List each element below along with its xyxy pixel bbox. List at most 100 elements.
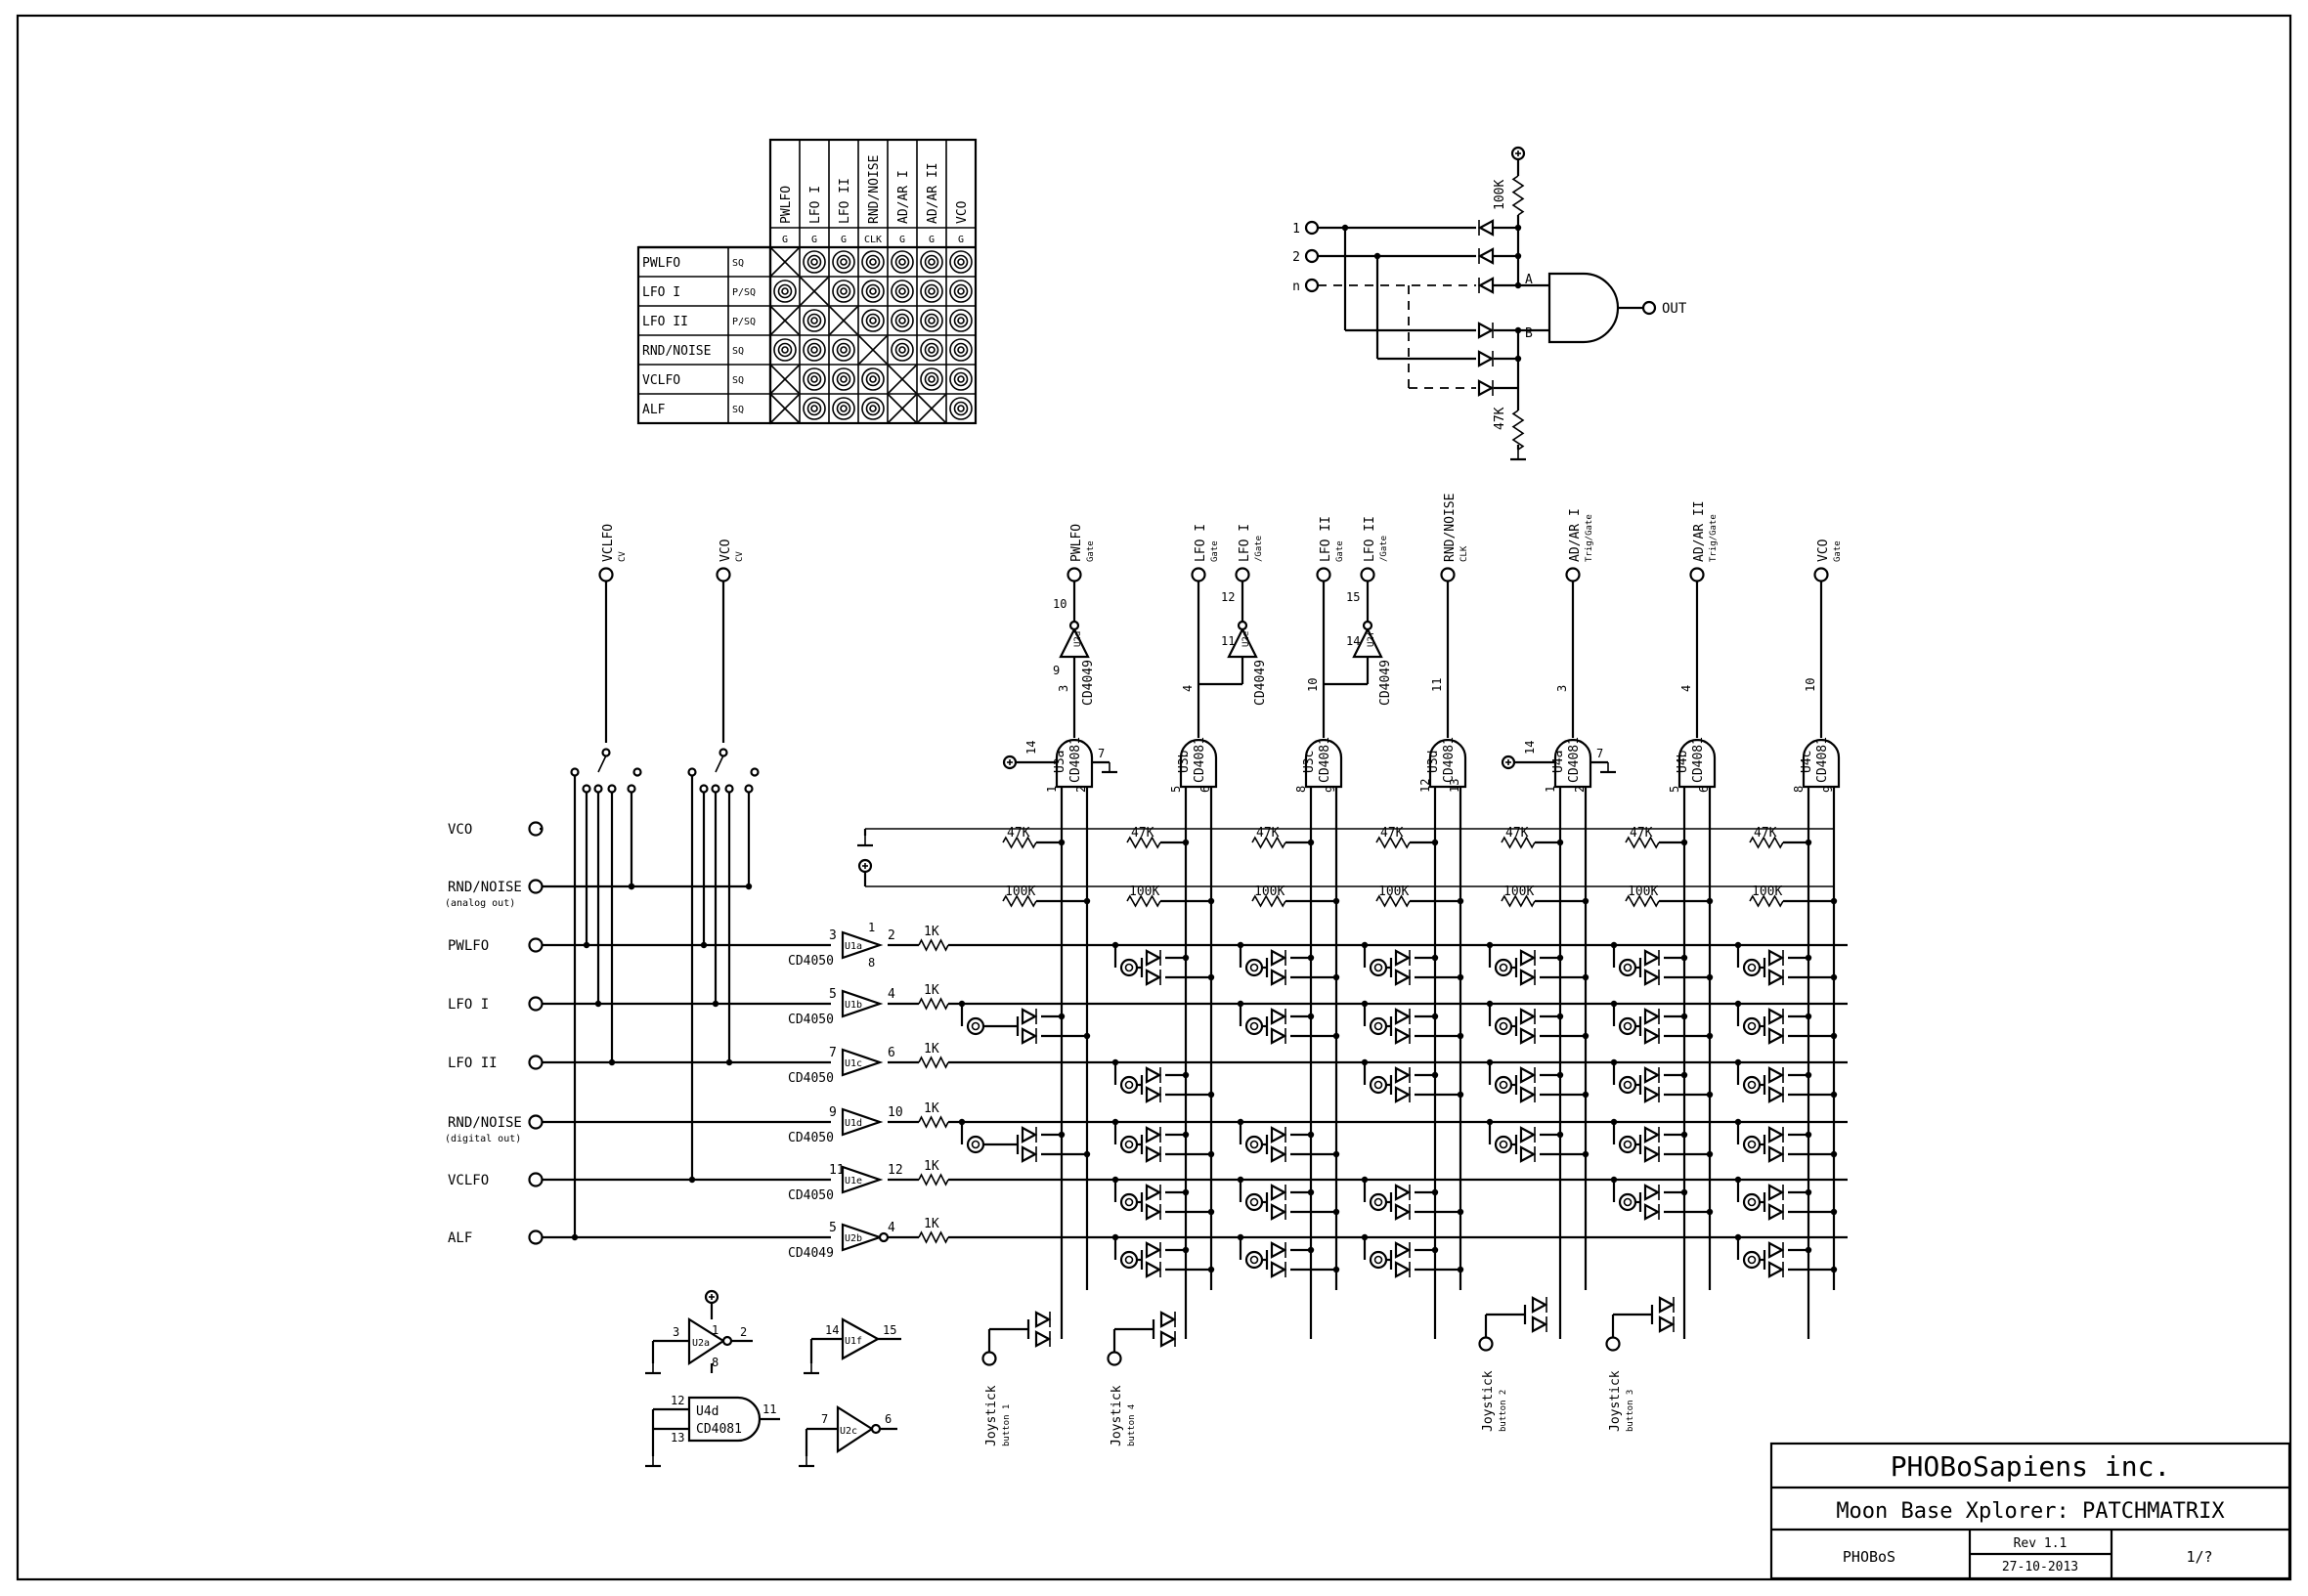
resistor-value: 47K	[1630, 826, 1653, 841]
junction-dot	[1207, 973, 1215, 981]
pin-number: 6	[885, 1412, 892, 1426]
junction-dot	[1307, 954, 1315, 962]
junction-dot	[1083, 897, 1091, 905]
resistor	[1749, 894, 1784, 908]
junction-dot	[1556, 1013, 1564, 1020]
cv-label: VCO	[719, 539, 733, 562]
junction-dot	[1182, 1188, 1190, 1196]
jack-outer	[1369, 1192, 1388, 1212]
jack-mark-core	[810, 375, 818, 383]
buffer	[841, 930, 884, 960]
resistor	[1625, 894, 1660, 908]
pin-number: 11	[1430, 678, 1444, 692]
jack-mark-inner	[894, 342, 910, 358]
diode	[1477, 350, 1495, 367]
column-header: AD/AR II	[926, 162, 940, 224]
jack-outer	[1494, 1075, 1513, 1095]
junction-dot	[1706, 1208, 1714, 1216]
diode	[1145, 1261, 1162, 1278]
column-header: LFO II	[838, 178, 852, 224]
resistor	[918, 1115, 949, 1129]
junction-dot	[1556, 839, 1564, 846]
jack-outer	[1494, 1135, 1513, 1154]
jack-socket	[1742, 1250, 1762, 1270]
column-header: LFO I	[808, 186, 823, 224]
junction-dot	[1431, 954, 1439, 962]
output-sublabel: Trig/Gate	[1585, 514, 1594, 562]
row-type: SQ	[732, 258, 744, 269]
pin-number: 5	[1668, 786, 1681, 793]
gate-ref: U3c	[1302, 751, 1317, 773]
jack-inner	[1249, 1197, 1259, 1207]
output-label: AD/AR II	[1692, 500, 1707, 562]
author: PHOBoS	[1843, 1548, 1895, 1566]
jack-mark-core	[898, 317, 906, 324]
diode	[1145, 1086, 1162, 1103]
jack-mark-inner	[806, 254, 822, 270]
junction-dot	[1830, 1208, 1838, 1216]
diode	[1531, 1316, 1548, 1333]
jack-mark-inner	[836, 401, 851, 416]
diode	[1270, 1184, 1287, 1201]
output-label: VCO	[1816, 539, 1831, 562]
diode	[1767, 969, 1785, 986]
resistor-value: 1K	[924, 1159, 939, 1174]
diode	[1767, 1203, 1785, 1221]
jack-mark-core	[898, 258, 906, 266]
junction-dot	[1058, 1013, 1066, 1020]
junction-dot	[1361, 941, 1369, 949]
pin-number: 4	[1181, 685, 1195, 692]
output-label: RND/NOISE	[1443, 494, 1458, 562]
pin-number: 15	[1346, 590, 1360, 604]
junction-dot	[1207, 1266, 1215, 1273]
resistor	[1625, 836, 1660, 849]
diode	[1394, 949, 1412, 967]
junction-dot	[1486, 1118, 1494, 1126]
jack-socket	[1369, 1192, 1388, 1212]
pin-number: 14	[1523, 741, 1537, 755]
buffer-ref: U1b	[845, 1000, 862, 1011]
junction-dot	[1680, 1188, 1688, 1196]
jack-mark	[949, 338, 973, 362]
junction-dot	[1830, 973, 1838, 981]
junction-dot	[1431, 1071, 1439, 1079]
jack-socket	[1494, 1075, 1513, 1095]
jack-outer	[1244, 1192, 1264, 1212]
resistor	[1511, 175, 1525, 216]
buffer	[841, 1107, 884, 1137]
jack-socket	[1119, 1075, 1139, 1095]
jack-outer	[1742, 1250, 1762, 1270]
jack-inner	[1747, 963, 1757, 972]
diode	[1145, 1184, 1162, 1201]
pin-number: 4	[1679, 685, 1693, 692]
jack-mark-core	[957, 287, 965, 295]
junction-dot	[1182, 1071, 1190, 1079]
diode	[1270, 1203, 1287, 1221]
switch-pole	[687, 767, 697, 777]
and-gate	[1677, 738, 1717, 789]
buffer-ref: U1a	[845, 941, 862, 952]
jack-inner	[1249, 963, 1259, 972]
jack-inner	[1747, 1255, 1757, 1265]
jack-outer	[1742, 1192, 1762, 1212]
diode	[1270, 1145, 1287, 1163]
junction-dot	[1805, 954, 1812, 962]
pin-number: 2	[888, 928, 895, 943]
jack-mark-core	[869, 317, 877, 324]
pin-number: 2	[740, 1325, 747, 1339]
terminal	[528, 879, 544, 894]
terminal	[1565, 567, 1581, 582]
diode	[1477, 247, 1495, 265]
jack-inner	[1747, 1197, 1757, 1207]
output-sublabel: Gate	[1335, 540, 1345, 562]
junction-dot	[1556, 1071, 1564, 1079]
junction-dot	[1457, 973, 1464, 981]
junction-dot	[1457, 897, 1464, 905]
junction-dot	[1582, 1150, 1589, 1158]
output-label: LFO II	[1363, 516, 1377, 562]
column-header: RND/NOISE	[867, 155, 882, 224]
junction-dot	[1734, 1118, 1742, 1126]
column-type: G	[899, 235, 905, 245]
title-block: PHOBoSapiens inc. Moon Base Xplorer: PAT…	[1769, 1442, 2291, 1580]
